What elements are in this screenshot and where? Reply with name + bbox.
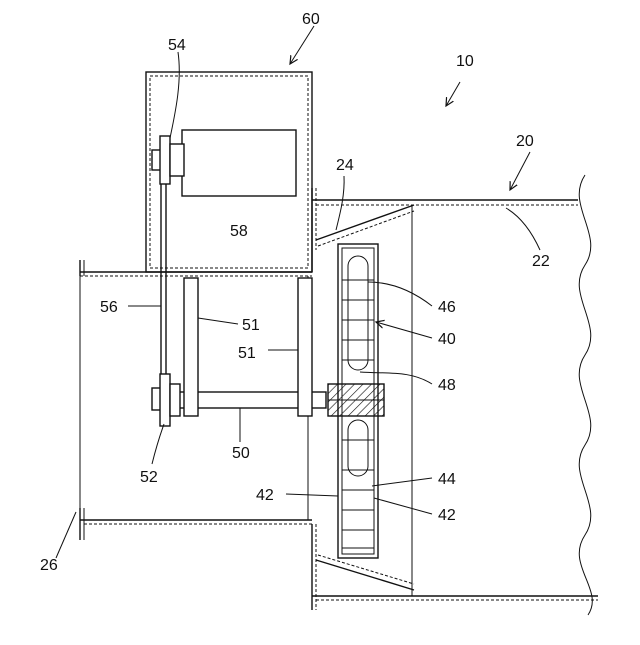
label-42b: 42: [438, 507, 456, 524]
label-50: 50: [232, 445, 250, 462]
motor-58: [182, 130, 296, 196]
pulley-52: [152, 374, 180, 426]
label-10: 10: [456, 53, 474, 70]
bearing-support-51a: [184, 278, 198, 416]
label-40: 40: [438, 331, 456, 348]
label-24: 24: [336, 157, 354, 174]
label-56: 56: [100, 299, 118, 316]
label-48: 48: [438, 377, 456, 394]
label-22: 22: [532, 253, 550, 270]
reference-numerals: 54 60 10 20 24 22 58 56 51 51 46 40 48 5…: [40, 11, 550, 574]
label-44: 44: [438, 471, 456, 488]
break-line: [579, 175, 592, 615]
bearing-support-51b: [298, 278, 312, 416]
pulley-54: [152, 136, 184, 184]
label-51a: 51: [242, 317, 260, 334]
label-52: 52: [140, 469, 158, 486]
label-51b: 51: [238, 345, 256, 362]
hub-48: [328, 384, 384, 416]
label-42a: 42: [256, 487, 274, 504]
label-26: 26: [40, 557, 58, 574]
label-60: 60: [302, 11, 320, 28]
label-58: 58: [230, 223, 248, 240]
label-20: 20: [516, 133, 534, 150]
label-46: 46: [438, 299, 456, 316]
label-54: 54: [168, 37, 186, 54]
